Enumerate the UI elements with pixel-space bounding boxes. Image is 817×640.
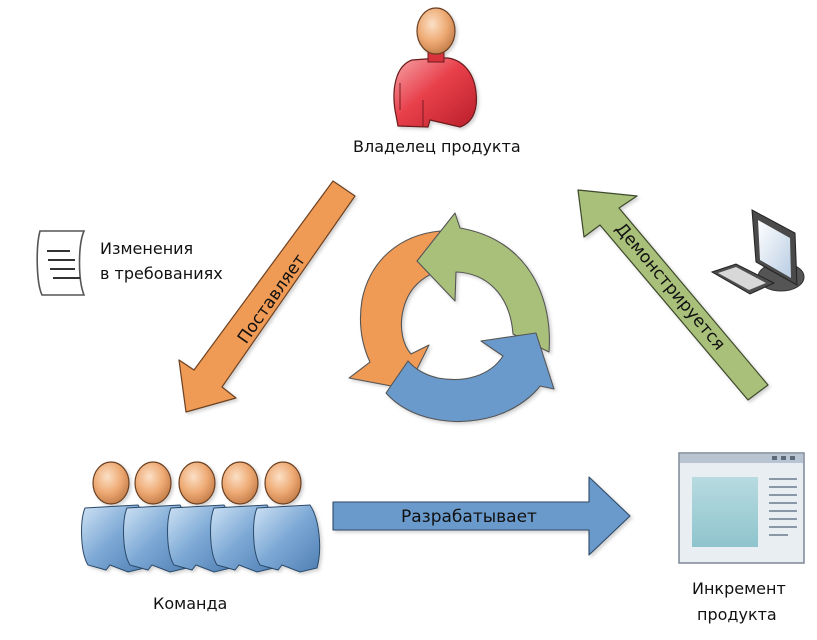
- scroll-document-icon: [36, 230, 86, 296]
- cycle-arrows-icon: [348, 212, 555, 422]
- sets-arrow: [178, 180, 356, 413]
- demonstrated-arrow-label: Демонстрируется: [611, 219, 729, 354]
- develops-arrow-label: Разрабатывает: [401, 507, 537, 527]
- requirements-label-line1: Изменения: [100, 239, 194, 258]
- computer-monitor-icon: [710, 209, 805, 295]
- product-owner-label: Владелец продукта: [353, 137, 521, 156]
- demonstrated-arrow: [577, 189, 769, 401]
- increment-label-line2: продукта: [697, 605, 777, 624]
- requirements-label-line2: в требованиях: [100, 264, 223, 283]
- team-label: Команда: [153, 594, 228, 613]
- application-window-icon: [678, 452, 805, 564]
- people-group-icon: [81, 461, 321, 573]
- develops-arrow: [332, 476, 631, 556]
- person-icon: [393, 7, 478, 128]
- increment-label-line1: Инкремент: [692, 579, 786, 598]
